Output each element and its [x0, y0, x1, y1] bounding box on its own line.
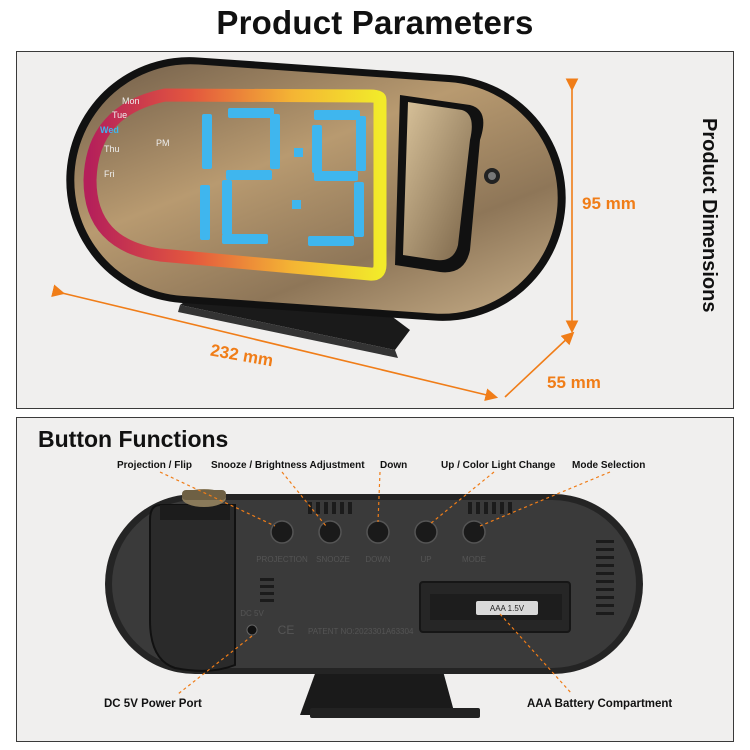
device-label-dc: DC 5V	[240, 609, 264, 618]
day-mon: Mon	[122, 96, 140, 106]
dimension-arrows	[51, 78, 579, 401]
callout-lines	[159, 471, 611, 695]
day-tue: Tue	[112, 110, 127, 120]
device-label-ce: CE	[278, 623, 295, 637]
device-label-mode: MODE	[462, 555, 486, 564]
device-label-patent: PATENT NO:2023301A63304	[308, 627, 414, 636]
callout-dc-port: DC 5V Power Port	[104, 698, 202, 710]
device-label-battery: AAA 1.5V	[490, 604, 525, 613]
day-wed: Wed	[100, 125, 119, 135]
callout-battery: AAA Battery Compartment	[527, 698, 673, 710]
device-label-projection: PROJECTION	[256, 555, 308, 564]
callout-projection: Projection / Flip	[117, 460, 193, 471]
device-label-snooze: SNOOZE	[316, 555, 350, 564]
button-functions-title: Button Functions	[38, 426, 229, 452]
depth-label: 55 mm	[547, 373, 601, 392]
clock-digits-minutes	[312, 125, 322, 173]
callout-up: Up / Color Light Change	[441, 460, 556, 471]
callout-mode: Mode Selection	[572, 460, 646, 471]
day-thu: Thu	[104, 144, 120, 154]
device-button-labels: PROJECTION SNOOZE DOWN UP MODE DC 5V CE …	[240, 555, 525, 637]
meridiem-label: PM	[156, 138, 170, 148]
back-buttons	[270, 520, 486, 544]
device-label-up: UP	[420, 555, 431, 564]
device-label-down: DOWN	[365, 555, 391, 564]
product-dimensions-side-title: Product Dimensions	[698, 118, 720, 313]
day-fri: Fri	[104, 169, 115, 179]
callout-snooze: Snooze / Brightness Adjustment	[211, 460, 365, 471]
clock-digits-display	[200, 108, 366, 246]
clock-back	[105, 489, 643, 718]
height-label: 95 mm	[582, 194, 636, 213]
product-dimensions-side-title-wrap: Product Dimensions	[690, 118, 720, 348]
page-title: Product Parameters	[216, 4, 534, 41]
callout-down: Down	[380, 460, 408, 471]
